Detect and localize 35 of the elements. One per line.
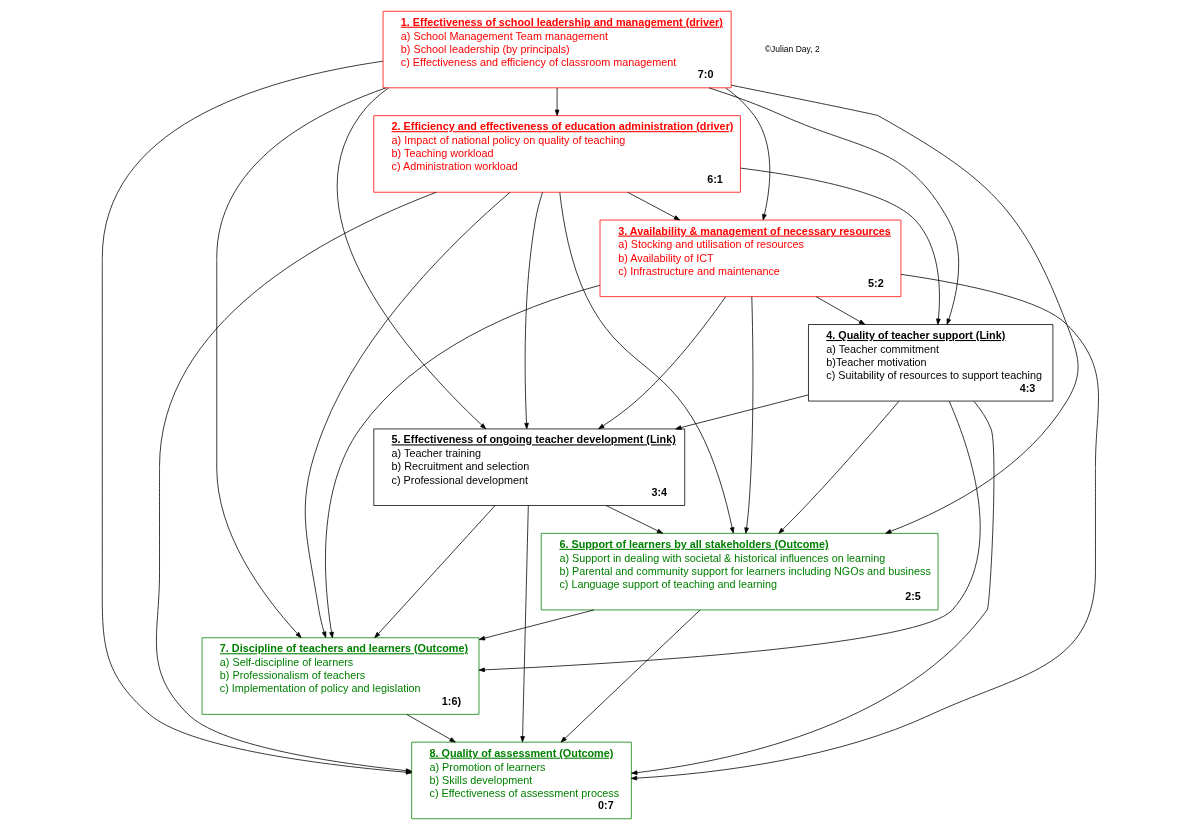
arrow bbox=[675, 394, 809, 430]
node-box: 1. Effectiveness of school leadership and management (driver) a) School Management Team management b) School leadership (by principals) c) Effectiveness and efficiency of classroom management 7:0 bbox=[382, 10, 732, 89]
node-box: 5. Effectiveness of ongoing teacher development (Link) a) Teacher training b) Recruitment and selection c) Professional development 3:4 bbox=[373, 428, 686, 506]
arrow bbox=[740, 167, 941, 325]
arrow bbox=[304, 192, 511, 638]
node-box: 4. Quality of teacher support (Link) a) Teacher commitment b)Teacher motivation c) Suitability of resources to support teaching 4:3 bbox=[808, 324, 1054, 402]
node-box: 6. Support of learners by all stakeholders (Outcome) a) Support in dealing with societal & historical influences on learning b) Parental and community support for learners including NGOs and business c) Language support of teaching and learning 2:5 bbox=[540, 532, 939, 611]
arrow bbox=[730, 84, 1079, 534]
arrow bbox=[374, 505, 496, 639]
arrow bbox=[627, 191, 681, 221]
arrow bbox=[778, 400, 900, 534]
arrow bbox=[337, 87, 487, 430]
arrow bbox=[560, 609, 701, 743]
arrow bbox=[520, 505, 529, 743]
arrow bbox=[325, 284, 601, 639]
arrow bbox=[478, 400, 981, 673]
arrow bbox=[631, 273, 1099, 781]
arrow bbox=[631, 400, 995, 775]
arrow bbox=[708, 87, 960, 325]
arrow bbox=[554, 87, 560, 116]
arrow bbox=[605, 505, 664, 534]
arrow bbox=[744, 296, 754, 534]
arrow bbox=[524, 191, 543, 430]
node-box: 3. Availability & management of necessary resources a) Stocking and utilisation of resources b) Availability of ICT c) Infrastructure and maintenance 5:2 bbox=[599, 219, 902, 298]
arrow bbox=[406, 714, 456, 743]
label: ©Julian Day, 2 bbox=[764, 43, 820, 54]
arrow bbox=[815, 296, 866, 325]
node-box: 8. Quality of assessment (Outcome) a) Promotion of learners b) Skills development c) Effectiveness of assessment process 0:7 bbox=[411, 741, 632, 820]
arrow bbox=[598, 296, 726, 430]
node-box: 7. Discipline of teachers and learners (Outcome) a) Self-discipline of learners b) Professionalism of teachers c) Implementation of policy and legislation 1:6) bbox=[201, 637, 480, 715]
node-box: 2. Efficiency and effectiveness of education administration (driver) a) Impact of national policy on quality of teaching b) Teaching workload c) Administration workload 6:1 bbox=[373, 115, 741, 193]
arrow bbox=[216, 87, 387, 638]
arrow bbox=[725, 87, 771, 221]
arrow bbox=[478, 609, 595, 641]
arrow bbox=[559, 192, 735, 534]
